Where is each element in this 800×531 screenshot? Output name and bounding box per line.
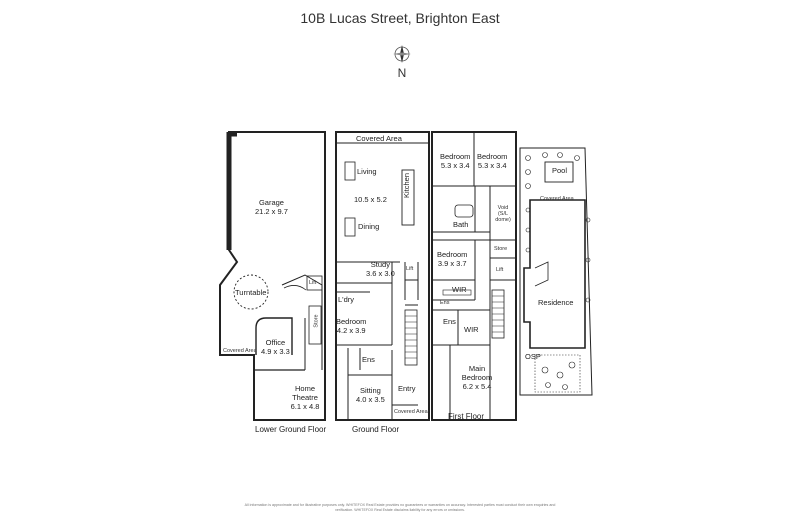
room-wir-1: WIR xyxy=(452,285,467,294)
room-ens-2: Ens xyxy=(443,317,456,326)
room-dining: Dining xyxy=(358,222,380,231)
kitchen-island xyxy=(401,169,415,226)
room-living: Living xyxy=(357,167,377,176)
covered-area-top: Covered Area xyxy=(356,134,402,143)
room-wir-2: WIR xyxy=(464,325,479,334)
compass-rose-icon xyxy=(393,45,411,63)
ground-floor-outline xyxy=(335,131,430,421)
room-ens-1: Ens xyxy=(440,300,450,306)
label-first-floor: First Floor xyxy=(448,412,484,421)
compass-north-label: N xyxy=(397,66,407,80)
residence-label: Residence xyxy=(538,298,574,307)
covered-area-lower: Covered Area xyxy=(223,348,257,354)
page-title: 10B Lucas Street, Brighton East xyxy=(300,10,500,26)
lift-lower: Lift xyxy=(309,280,317,286)
room-store-lower: Store xyxy=(313,314,320,328)
void-skylight: Void (S/L dome) xyxy=(495,205,511,223)
osp-label: OSP xyxy=(525,352,541,361)
lift-first: Lift xyxy=(496,267,504,273)
room-turntable: Turntable xyxy=(235,288,267,297)
label-lower-ground-floor: Lower Ground Floor xyxy=(255,425,327,434)
covered-area-entry: Covered Area xyxy=(394,409,428,415)
bathtub xyxy=(454,204,474,218)
site-landscaping xyxy=(525,152,591,390)
room-ens-ground: Ens xyxy=(362,355,375,364)
room-laundry: L'dry xyxy=(338,295,355,304)
office-outline xyxy=(255,317,293,355)
stair-ground xyxy=(404,309,418,366)
room-kitchen: Kitchen xyxy=(402,172,411,198)
room-entry: Entry xyxy=(398,384,416,393)
site-plan-outline xyxy=(519,147,593,396)
room-store-first: Store xyxy=(494,246,508,252)
north-compass: N xyxy=(388,42,416,82)
pool-label: Pool xyxy=(552,166,568,175)
lift-ground: Lift xyxy=(406,266,414,272)
covered-area-site: Covered Area xyxy=(540,196,574,202)
room-bath: Bath xyxy=(453,220,469,229)
room-living-dim: 10.5 x 5.2 xyxy=(354,195,387,204)
label-ground-floor: Ground Floor xyxy=(352,425,400,434)
disclaimer-text: All information is approximate and for i… xyxy=(244,503,556,512)
first-floor-outline xyxy=(431,131,517,421)
turntable-circle xyxy=(233,274,269,310)
